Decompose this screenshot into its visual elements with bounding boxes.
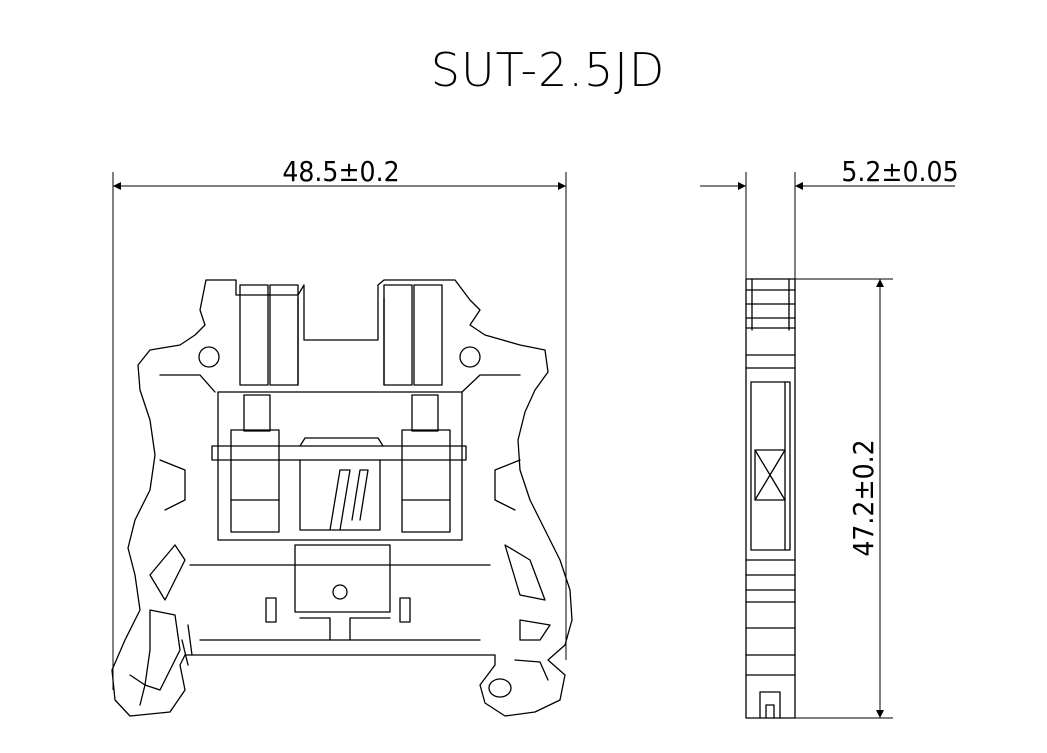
height-label: 47.2±0.2 [847, 439, 880, 556]
width-label: 48.5±0.2 [282, 155, 399, 188]
side-view: 5.2±0.05 47.2±0.2 [700, 155, 959, 719]
drawing-title: SUT-2.5JD [431, 43, 666, 97]
thickness-label: 5.2±0.05 [841, 155, 958, 188]
width-dimension: 48.5±0.2 [112, 155, 567, 690]
front-view: 48.5±0.2 [111, 155, 573, 717]
height-dimension: 47.2±0.2 [795, 278, 893, 719]
terminal-outline [111, 279, 573, 717]
thickness-dimension: 5.2±0.05 [700, 155, 959, 718]
